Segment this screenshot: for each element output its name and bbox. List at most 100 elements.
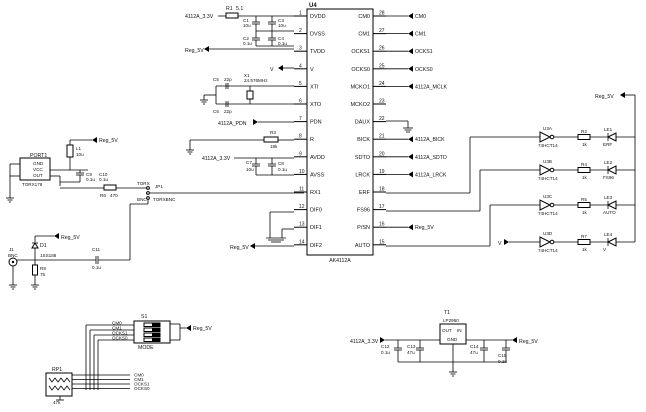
port1-pin-vcc: VCC [33, 167, 43, 172]
ic-u4-pin-number: 21 [379, 134, 385, 140]
reg5v-arrow-icon [204, 46, 209, 52]
c3-value: 10u [278, 23, 286, 28]
c1-ref: C1 [243, 18, 249, 23]
r6-value: 470 [110, 193, 118, 198]
ic-u4-pin-name: AUTO [355, 243, 371, 249]
ic-u4-pin-name: CM1 [358, 32, 370, 38]
ic-u4-pin-name: DAUX [355, 120, 371, 126]
net-label-reg5v-tvdd: Reg_5V [185, 48, 204, 54]
reg5v-led-arrow-icon [620, 92, 625, 98]
ic-u4-pin-name: R [310, 137, 314, 143]
ic-u4-pin-name: AVDD [310, 155, 325, 161]
led-ref: LE1 [604, 127, 613, 132]
s1-label: MODE [138, 345, 154, 351]
ic-u4-pin-name: PDN [310, 120, 322, 126]
t1-part: LP2950 [443, 318, 459, 323]
ic-u4-pin-name: SDTO [355, 155, 371, 161]
c2-value: 0.1u [243, 41, 252, 46]
led-icon [606, 165, 617, 175]
ic-u4-pin-number: 15 [379, 239, 385, 245]
led-resistor [577, 134, 591, 140]
ic-u4-pin-number: 5 [299, 81, 302, 87]
reg5v-dif-arrow-icon [250, 243, 255, 249]
net-label-33v-reg: 4112A_3.3V [350, 339, 379, 345]
net-label-reg5v-mode: Reg_5V [193, 326, 212, 332]
inverter-part: 74HCT14 [538, 143, 558, 148]
ic-u4-pin-number: 10 [299, 169, 305, 175]
j1-label: BNC [8, 253, 18, 258]
c6-value: 22p [224, 109, 232, 114]
inverter-ref: U3A [543, 126, 553, 131]
c11-value: 0.1u [92, 265, 101, 270]
ic-u4-body [306, 8, 374, 256]
ic-u4-pin-name: P/SN [357, 225, 370, 231]
ic-u4-net-label: CM0 [415, 14, 426, 20]
c10-ref: C10 [99, 172, 108, 177]
ic-u4-pin-number: 14 [299, 239, 305, 245]
resistor-pack-rp1 [45, 372, 73, 397]
net-label-reg5v-leds: Reg_5V [595, 94, 614, 100]
t1-pin-in: IN [457, 328, 462, 333]
c10-value: 0.1u [99, 177, 108, 182]
led-resistor [577, 239, 591, 245]
ic-u4-pin-name: OCKS0 [351, 67, 370, 73]
mode-switch: S1 MODE Reg_5V CM0CM0CM1CM1OCKS1OCKS1OCK… [45, 314, 212, 405]
inverter-ref: U3B [543, 159, 552, 164]
inverter-icon [539, 164, 552, 176]
led-resistor-ref: R7 [581, 234, 587, 239]
r8-ref: R8 [40, 266, 46, 271]
c9-ref: C9 [86, 172, 92, 177]
ic-u4-pin-number: 20 [379, 151, 385, 157]
ic-u4-pin-name: MCKO2 [350, 102, 370, 108]
d1-ref: D1 [40, 243, 47, 249]
ic-u4-pin-number: 8 [299, 134, 302, 140]
ic-u4-pin-name: TVDD [310, 49, 325, 55]
ic-u4-pin-number: 6 [299, 99, 302, 105]
ic-u4-pin-number: 28 [379, 11, 385, 17]
reg5v-optical-arrow-icon [92, 137, 97, 143]
r8-value: 75 [40, 272, 46, 277]
r3-value: 18k [270, 144, 278, 149]
led-resistor [577, 167, 591, 173]
ic-u4-pin-number: 3 [299, 46, 302, 52]
port1-body [19, 157, 51, 181]
net-arrow-icon [408, 48, 413, 55]
net-arrow-icon [408, 136, 413, 143]
mode-net-label-top: CM1 [112, 326, 122, 331]
c9-value: 0.1u [86, 177, 95, 182]
ic-u4-pin-number: 16 [379, 222, 385, 228]
t1-pin-gnd: GND [447, 337, 458, 342]
c8-ref: C8 [278, 161, 284, 166]
resistor-r3 [263, 136, 279, 143]
ic-u4-pin-name: DIF1 [310, 225, 322, 231]
analog-supply: 4112A_PDN R3 18k 4112A_3.3V C7 10u C8 0.… [186, 119, 294, 176]
inverter-icon [539, 236, 552, 248]
d1-part: 1SS188 [40, 253, 57, 258]
net-label-reg5v-reg: Reg_5V [519, 339, 538, 345]
net-arrow-icon [408, 65, 413, 72]
net-label-reg5v-dif2: Reg_5V [230, 245, 249, 251]
c2-ref: C2 [243, 36, 249, 41]
mode-net-label-top: CM0 [112, 321, 122, 326]
ic-u4-pin-name: FS96 [357, 208, 370, 214]
led-resistor-ref: R2 [581, 129, 587, 134]
x1-ref: X1 [244, 73, 250, 78]
reg-in-arrow-icon [512, 337, 517, 343]
c4-value: 0.1u [278, 41, 287, 46]
net-arrow-icon [408, 171, 413, 178]
reg5v-coax-arrow-icon [54, 233, 59, 239]
ic-u4-pin-number: 13 [299, 222, 305, 228]
ic-u4-pin-name: LRCK [355, 172, 370, 178]
c3-ref: C3 [278, 18, 284, 23]
inverter-part: 74HCT14 [538, 211, 558, 216]
mode-net-label-bottom: CM1 [134, 377, 144, 382]
ic-u4-pin-name: DIF0 [310, 208, 322, 214]
port1-part: TORX176 [22, 182, 43, 187]
led-name: V [603, 247, 607, 252]
inductor-l1 [66, 144, 74, 158]
x1-value: 24.576MHz [244, 78, 268, 83]
c11-ref: C11 [92, 247, 101, 252]
